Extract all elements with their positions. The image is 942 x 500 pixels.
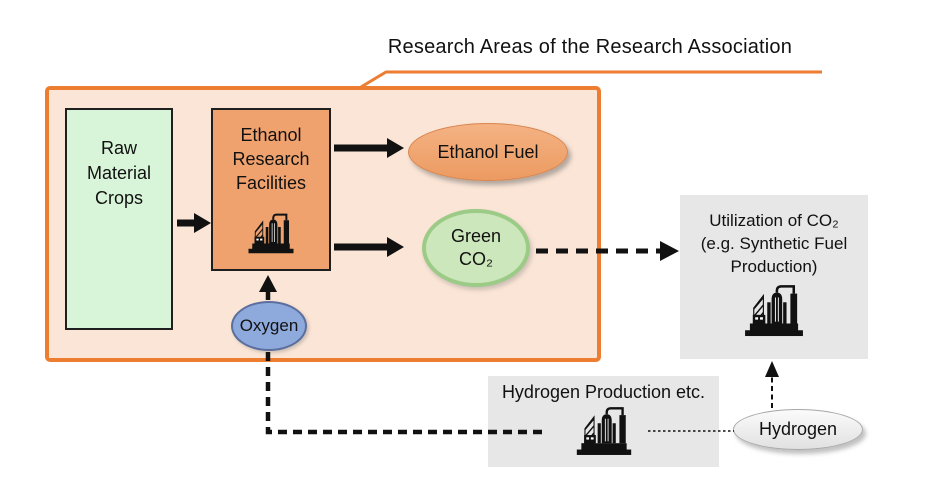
raw-material-crops-label: Raw Material Crops — [86, 138, 152, 208]
hydrogen-label: Hydrogen — [758, 419, 838, 439]
ethanol-research-facilities-label: Ethanol Research Facilities — [232, 125, 310, 193]
industrial-plant-icon — [247, 212, 295, 254]
industrial-plant-icon — [575, 405, 633, 456]
ethanol-research-facilities-box: Ethanol Research Facilities — [211, 108, 331, 271]
hydrogen-production-label: Hydrogen Production etc. — [501, 382, 706, 402]
ethanol-fuel-label: Ethanol Fuel — [437, 141, 539, 162]
green-co2-label: Green CO₂ — [450, 226, 502, 269]
co2-utilization-label: Utilization of CO₂ (e.g. Synthetic Fuel … — [700, 211, 848, 276]
raw-material-crops-box: Raw Material Crops — [65, 108, 173, 330]
ethanol-fuel-ellipse: Ethanol Fuel — [408, 123, 568, 181]
industrial-plant-icon — [743, 283, 805, 337]
co2-utilization-box: Utilization of CO₂ (e.g. Synthetic Fuel … — [680, 195, 868, 359]
diagram-title: Research Areas of the Research Associati… — [387, 36, 793, 58]
arrow-hydrogen-to-utilization — [765, 361, 779, 408]
research-area-tab-line — [360, 70, 822, 89]
hydrogen-ellipse: Hydrogen — [733, 409, 863, 450]
oxygen-label: Oxygen — [239, 316, 299, 335]
oxygen-ellipse: Oxygen — [231, 301, 307, 351]
hydrogen-production-box: Hydrogen Production etc. — [488, 376, 719, 467]
green-co2-ellipse: Green CO₂ — [422, 209, 530, 287]
